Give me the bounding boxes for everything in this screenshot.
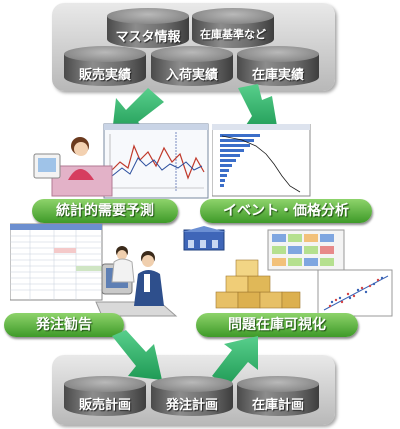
db-inventory-plan: 在庫計画 — [237, 376, 319, 416]
order-recommendation-illustration — [10, 223, 178, 317]
arrow-to-forecast — [112, 88, 164, 134]
db-label: 販売実績 — [78, 68, 131, 83]
process-demand-forecast: 統計的需要予測 — [32, 199, 178, 223]
db-label: 販売計画 — [78, 398, 131, 413]
inventory-visualization-illustration — [182, 226, 393, 317]
process-order-recommendation: 発注勧告 — [4, 313, 124, 337]
db-label: 入荷実績 — [165, 68, 218, 83]
db-master-info: マスタ情報 — [107, 8, 189, 48]
process-event-price-analysis: イベント・価格分析 — [200, 199, 372, 223]
db-label: 在庫実績 — [251, 68, 304, 83]
process-problem-inventory-visualization: 問題在庫可視化 — [196, 313, 358, 337]
forecast-illustration — [33, 123, 209, 199]
db-order-plan: 発注計画 — [151, 376, 233, 416]
db-label: マスタ情報 — [115, 30, 181, 45]
db-inventory-actuals: 在庫実績 — [237, 46, 319, 86]
arrow-to-event-analysis — [238, 84, 278, 132]
db-inventory-standards: 在庫基準など — [192, 8, 274, 48]
flow-arrows-bottom — [112, 330, 258, 386]
event-analysis-illustration — [212, 124, 311, 197]
db-receipt-actuals: 入荷実績 — [151, 46, 233, 86]
arrow-from-plans-to-visualization — [212, 336, 258, 386]
arrow-to-order-plan — [112, 330, 162, 380]
db-sales-actuals: 販売実績 — [64, 46, 146, 86]
db-sales-plan: 販売計画 — [64, 376, 146, 416]
flow-arrows-top — [112, 84, 278, 134]
db-label: 在庫計画 — [251, 398, 304, 413]
db-label: 発注計画 — [165, 398, 218, 413]
db-label: 在庫基準など — [200, 28, 266, 41]
